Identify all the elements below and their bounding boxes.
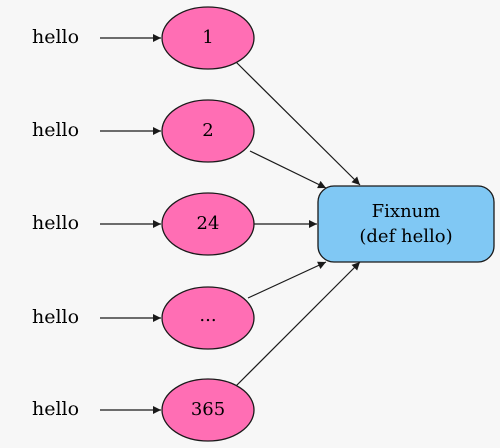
fixnum-box-title: Fixnum: [371, 201, 441, 222]
object-value-1: 1: [202, 27, 214, 48]
object-arrow-1: [235, 61, 361, 186]
object-ellipse-3: [161, 192, 255, 256]
variable-label-3: hello: [32, 212, 80, 234]
fixnum-box: [317, 185, 495, 263]
variable-label-5: hello: [32, 398, 80, 420]
object-ellipse-2: [161, 99, 255, 163]
variable-label-2: hello: [32, 119, 80, 141]
object-value-5: 365: [190, 399, 226, 420]
object-value-4: ...: [199, 305, 217, 326]
object-ellipse-4: [161, 286, 255, 350]
object-value-2: 2: [202, 120, 214, 141]
object-ellipse-5: [161, 378, 255, 442]
object-ellipse-1: [161, 6, 255, 70]
object-arrow-2: [249, 150, 327, 189]
object-value-3: 24: [196, 213, 220, 234]
object-arrow-5: [235, 261, 361, 387]
fixnum-box-subtitle: (def hello): [359, 226, 453, 247]
variable-label-1: hello: [32, 26, 80, 48]
object-arrow-4: [247, 261, 327, 299]
variable-label-4: hello: [32, 306, 80, 328]
